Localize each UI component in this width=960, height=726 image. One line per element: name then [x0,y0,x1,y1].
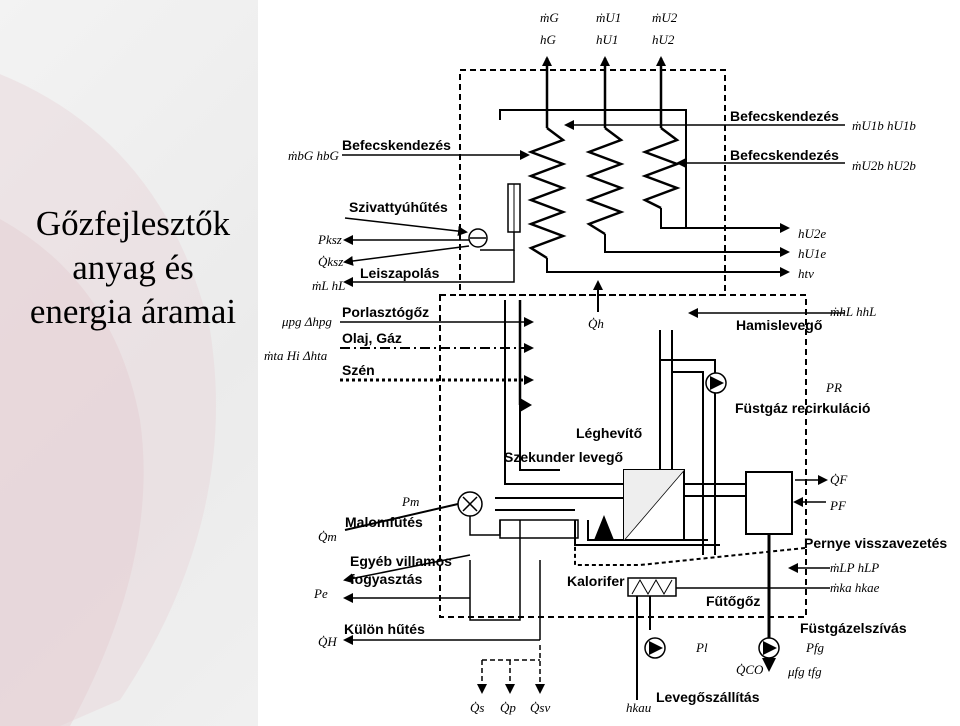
outlet-arrows [542,56,666,128]
sym-mka: ṁka hkae [830,580,880,595]
label-szekunder-levego: Szekunder levegő [504,449,623,465]
sym-mG: ṁG [540,10,559,25]
label-futogoz: Fűtőgőz [706,593,760,609]
sym-PF: PF [829,498,847,513]
electric-feeds [343,520,541,645]
sym-Pksz: Pksz [317,232,342,247]
fuel-inputs [340,317,534,385]
label-befecskendezes-1: Befecskendezés [730,108,839,124]
return-lines [499,109,790,277]
left-panel: Gőzfejlesztők anyag és energia áramai [0,0,258,726]
sym-hU1e: hU1e [798,246,826,261]
label-olaj-gaz: Olaj, Gáz [342,330,402,346]
label-pernye-visszavezetes: Pernye visszavezetés [804,535,947,551]
sym-Pm: Pm [401,494,419,509]
sym-QCO: Q̇CO [736,662,764,677]
label-fustgaz-recirkulacio: Füstgáz recirkuláció [735,400,870,416]
label-leghevito: Léghevítő [576,425,642,441]
sym-PR: PR [825,380,842,395]
sym-QH: Q̇H [318,634,337,649]
sym-mU2: ṁU2 [652,10,678,25]
label-befecskendezes-left: Befecskendezés [342,137,451,153]
label-levegoszallitas: Levegőszállítás [656,689,760,705]
label-befecskendezes-2: Befecskendezés [730,147,839,163]
bottom-outputs [481,645,541,690]
label-kalorifer: Kalorifer [567,573,625,589]
sym-Qp: Q̇p [500,700,516,715]
sym-mupg: μpg Δhpg [281,314,332,329]
title-line-1: Gőzfejlesztők [35,204,231,243]
label-egyeb-villamos: Egyéb villamos [350,553,452,569]
slide-title: Gőzfejlesztők anyag és energia áramai [8,202,258,334]
title-line-3: energia áramai [29,292,237,331]
label-szen: Szén [342,362,375,378]
sym-Qh: Q̇h [588,316,604,331]
label-leiszapolas: Leiszapolás [360,265,440,281]
sym-hU2: hU2 [652,32,675,47]
sym-mL: ṁL hL [312,278,345,293]
sym-mbG: ṁbG hbG [288,148,340,163]
sym-Pe: Pe [313,586,328,601]
dust-collector [745,471,793,535]
decorative-background [0,74,217,726]
sym-Pl: Pl [695,640,708,655]
sym-Pfg: Pfg [805,640,825,655]
label-porlasztogoz: Porlasztógőz [342,304,429,320]
sym-mU1: ṁU1 [596,10,621,25]
sym-hkau: hkau [626,700,652,715]
label-fustgazelszivas: Füstgázelszívás [800,620,907,636]
sym-QF: Q̇F [830,472,848,487]
sym-mU2b: ṁU2b hU2b [852,158,916,173]
sym-hG: hG [540,32,557,47]
sym-hU2e: hU2e [798,226,826,241]
furnace-flow-arrow [520,398,532,412]
sym-mU1b: ṁU1b hU1b [852,118,916,133]
plant-boundary [439,294,807,618]
sym-Qm: Q̇m [318,529,337,544]
sym-Qksz: Q̇ksz [318,254,343,269]
label-fogyasztas: fogyasztás [350,571,423,587]
ash-recycle-arrow [594,515,614,540]
label-kulon-hutes: Külön hűtés [344,621,425,637]
sym-Qs: Q̇s [470,700,484,715]
sym-Qsv: Q̇sv [530,700,550,715]
label-malomfutes: Malomfűtés [345,514,423,530]
sym-mLP: ṁLP hLP [830,560,879,575]
ash-return-line [574,520,806,566]
superheater-coils [527,127,681,260]
title-line-2: anyag és [72,248,194,287]
sym-mhL: ṁhL hhL [830,304,876,319]
bottom-arrowheads [477,684,545,694]
sym-mta: ṁta Hi Δhta [264,348,328,363]
sym-htv: htv [798,266,814,281]
injection-lines [342,120,845,168]
label-hamislevego: Hamislevegő [736,317,822,333]
label-szivattyuhutes: Szivattyúhűtés [349,199,448,215]
sym-mufg: μfg tfg [787,664,822,679]
sym-hU1: hU1 [596,32,618,47]
